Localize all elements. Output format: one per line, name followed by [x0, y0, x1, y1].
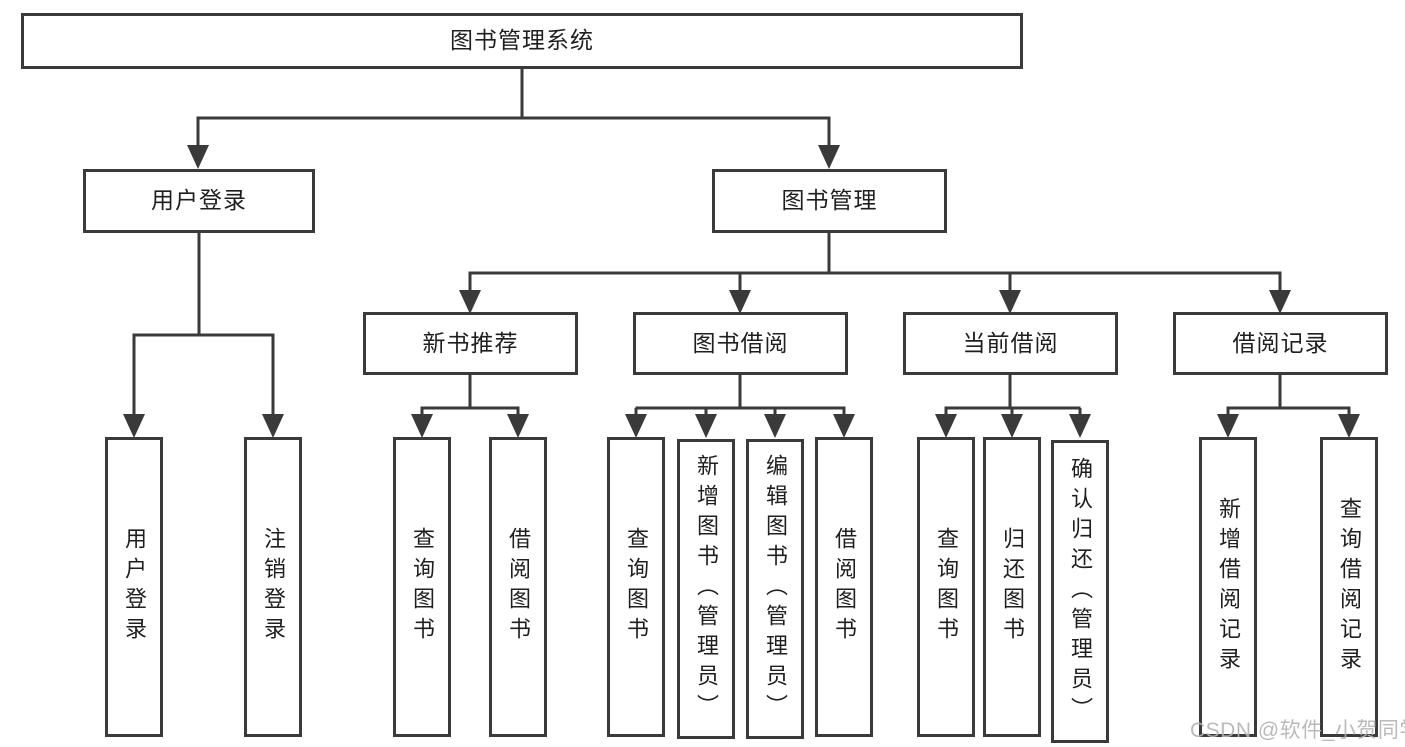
node-borrow-records: 借阅记录 [1173, 312, 1388, 375]
node-book-management-branch-label: 图书管理 [781, 187, 878, 214]
node-current-borrow: 当前借阅 [903, 312, 1118, 375]
leaf-current-return-books-label: 归还图书 [1000, 527, 1025, 647]
node-new-book-recommend-label: 新书推荐 [422, 329, 519, 356]
leaf-borrow-borrow-books-label: 借阅图书 [832, 527, 857, 647]
leaf-current-query-books-label: 查询图书 [934, 527, 959, 647]
node-user-login-branch-label: 用户登录 [151, 187, 247, 214]
leaf-records-query-record-label: 查询借阅记录 [1337, 497, 1362, 677]
leaf-borrow-query-books: 查询图书 [607, 437, 665, 737]
leaf-logout-label: 注销登录 [261, 527, 286, 647]
leaf-recommend-query-books-label: 查询图书 [410, 527, 435, 647]
leaf-borrow-query-books-label: 查询图书 [624, 527, 649, 647]
leaf-user-login-label: 用户登录 [122, 527, 147, 647]
leaf-borrow-edit-books-admin-label: 编辑图书（管理员） [763, 454, 788, 724]
leaf-recommend-borrow-books-label: 借阅图书 [506, 527, 531, 647]
node-book-borrow-label: 图书借阅 [692, 329, 789, 356]
node-borrow-records-label: 借阅记录 [1232, 329, 1329, 356]
leaf-current-return-books: 归还图书 [983, 437, 1041, 737]
node-book-borrow: 图书借阅 [633, 312, 848, 375]
node-user-login-branch: 用户登录 [83, 169, 315, 233]
watermark-text: CSDN @软件_小贺同学 [1190, 719, 1405, 742]
leaf-borrow-add-books-admin: 新增图书（管理员） [677, 439, 735, 739]
node-root-label: 图书管理系统 [450, 27, 594, 54]
leaf-records-add-record: 新增借阅记录 [1199, 437, 1257, 737]
node-root: 图书管理系统 [21, 13, 1023, 69]
leaf-records-query-record: 查询借阅记录 [1320, 437, 1378, 737]
leaf-user-login: 用户登录 [105, 437, 163, 737]
leaf-records-add-record-label: 新增借阅记录 [1216, 497, 1241, 677]
leaf-borrow-borrow-books: 借阅图书 [815, 437, 873, 737]
leaf-borrow-edit-books-admin: 编辑图书（管理员） [746, 439, 804, 739]
leaf-logout: 注销登录 [244, 437, 302, 737]
leaf-borrow-add-books-admin-label: 新增图书（管理员） [694, 454, 719, 724]
node-new-book-recommend: 新书推荐 [363, 312, 578, 375]
node-current-borrow-label: 当前借阅 [962, 329, 1059, 356]
node-book-management-branch: 图书管理 [712, 169, 947, 233]
leaf-recommend-query-books: 查询图书 [393, 437, 451, 737]
leaf-recommend-borrow-books: 借阅图书 [489, 437, 547, 737]
leaf-current-query-books: 查询图书 [917, 437, 975, 737]
leaf-current-confirm-return-admin: 确认归还（管理员） [1051, 440, 1109, 743]
leaf-current-confirm-return-admin-label: 确认归还（管理员） [1068, 456, 1093, 727]
arrowhead-group [123, 145, 1360, 438]
